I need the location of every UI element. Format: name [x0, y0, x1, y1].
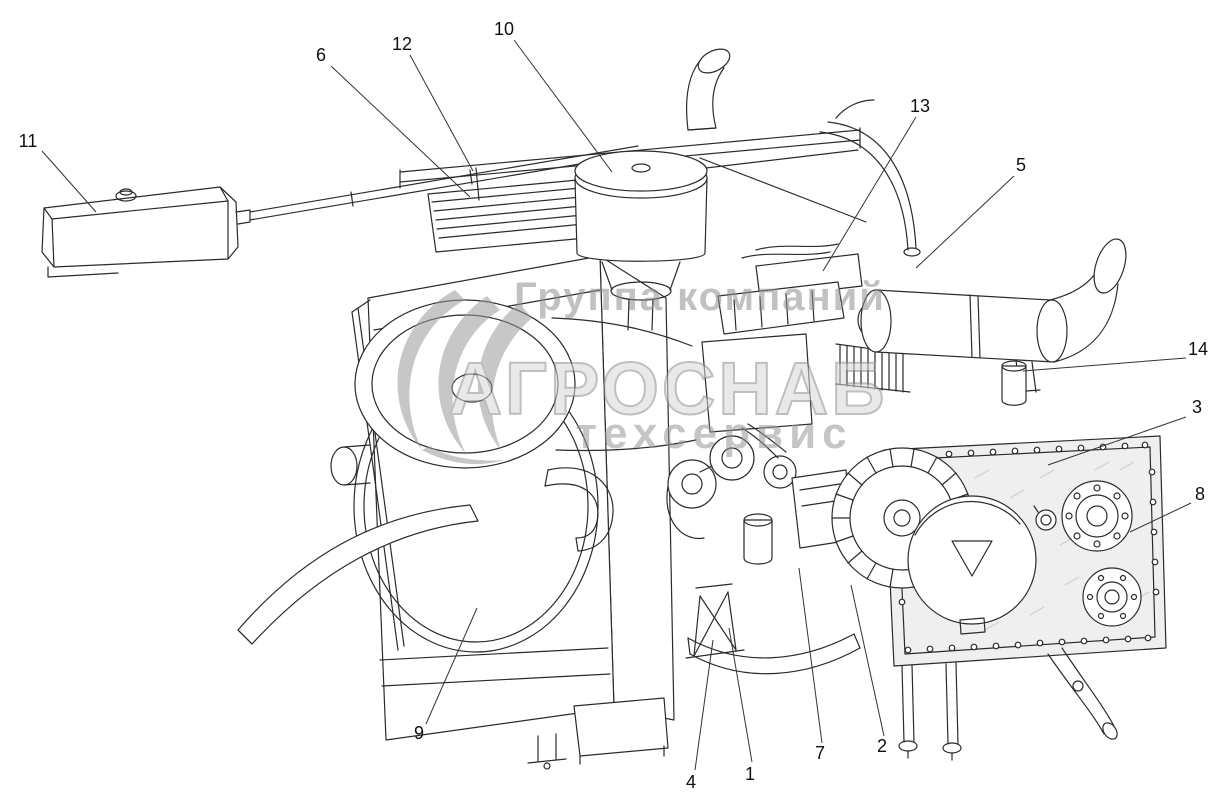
- fuel-filter: [1001, 360, 1027, 406]
- callout-label-12: 12: [392, 34, 412, 54]
- coolant-pipe: [249, 145, 639, 221]
- center-stand: [685, 583, 745, 659]
- air-cleaner: [574, 150, 708, 331]
- lower-left-hose: [237, 504, 479, 645]
- dome-housing: [907, 495, 1037, 635]
- watermark-leaf-logo-icon: [397, 290, 532, 465]
- callout-label-6: 6: [316, 45, 326, 65]
- lifting-eye: [1033, 505, 1057, 531]
- callout-leader-8: [1129, 502, 1192, 533]
- callout-label-2: 2: [877, 736, 887, 756]
- engine-block: [666, 243, 863, 565]
- exhaust-elbow: [685, 48, 731, 131]
- callout-label-9: 9: [414, 723, 424, 743]
- expansion-tank: [41, 186, 251, 278]
- callout-label-4: 4: [686, 772, 696, 792]
- callout-label-8: 8: [1195, 484, 1205, 504]
- callout-leader-14: [1022, 357, 1187, 372]
- lower-flange: [1082, 567, 1142, 627]
- callout-label-1: 1: [745, 764, 755, 784]
- watermark: Группа компаний АГРОСНАБ техсервис: [397, 275, 888, 465]
- callout-label-10: 10: [494, 19, 514, 39]
- callout-leader-9: [425, 607, 478, 725]
- callouts: 1 2 3 4 5 6 7 8 9 10 11 12 13 14: [19, 19, 1208, 792]
- callout-leader-10: [513, 39, 613, 173]
- callout-leader-3: [1047, 416, 1187, 466]
- callout-leader-11: [41, 150, 97, 213]
- output-flange: [1061, 480, 1133, 552]
- callout-label-7: 7: [815, 743, 825, 763]
- callout-leader-5: [915, 175, 1015, 269]
- intake-duct: [860, 238, 1127, 393]
- support-legs: [898, 662, 962, 761]
- callout-leader-2: [850, 584, 885, 737]
- callout-label-14: 14: [1188, 339, 1208, 359]
- watermark-line-3: техсервис: [575, 409, 852, 458]
- callout-leader-4: [694, 639, 714, 771]
- right-hose: [1047, 647, 1118, 740]
- callout-leader-7: [798, 567, 823, 744]
- callout-leader-13: [822, 116, 917, 272]
- watermark-line-1: Группа компаний: [514, 275, 886, 319]
- callout-label-11: 11: [19, 131, 38, 151]
- callout-leader-6: [330, 65, 471, 198]
- line-drawing: [41, 48, 1167, 770]
- watermark-line-2: АГРОСНАБ: [449, 347, 888, 430]
- callout-leader-12: [409, 54, 474, 172]
- louver-deck: [427, 179, 587, 253]
- top-right-pipe: [819, 99, 921, 257]
- s-hose: [544, 467, 614, 552]
- callout-label-3: 3: [1192, 397, 1202, 417]
- callout-label-13: 13: [910, 96, 930, 116]
- callout-label-5: 5: [1016, 155, 1026, 175]
- radiator-base: [527, 697, 669, 770]
- callout-leader-1: [728, 627, 753, 763]
